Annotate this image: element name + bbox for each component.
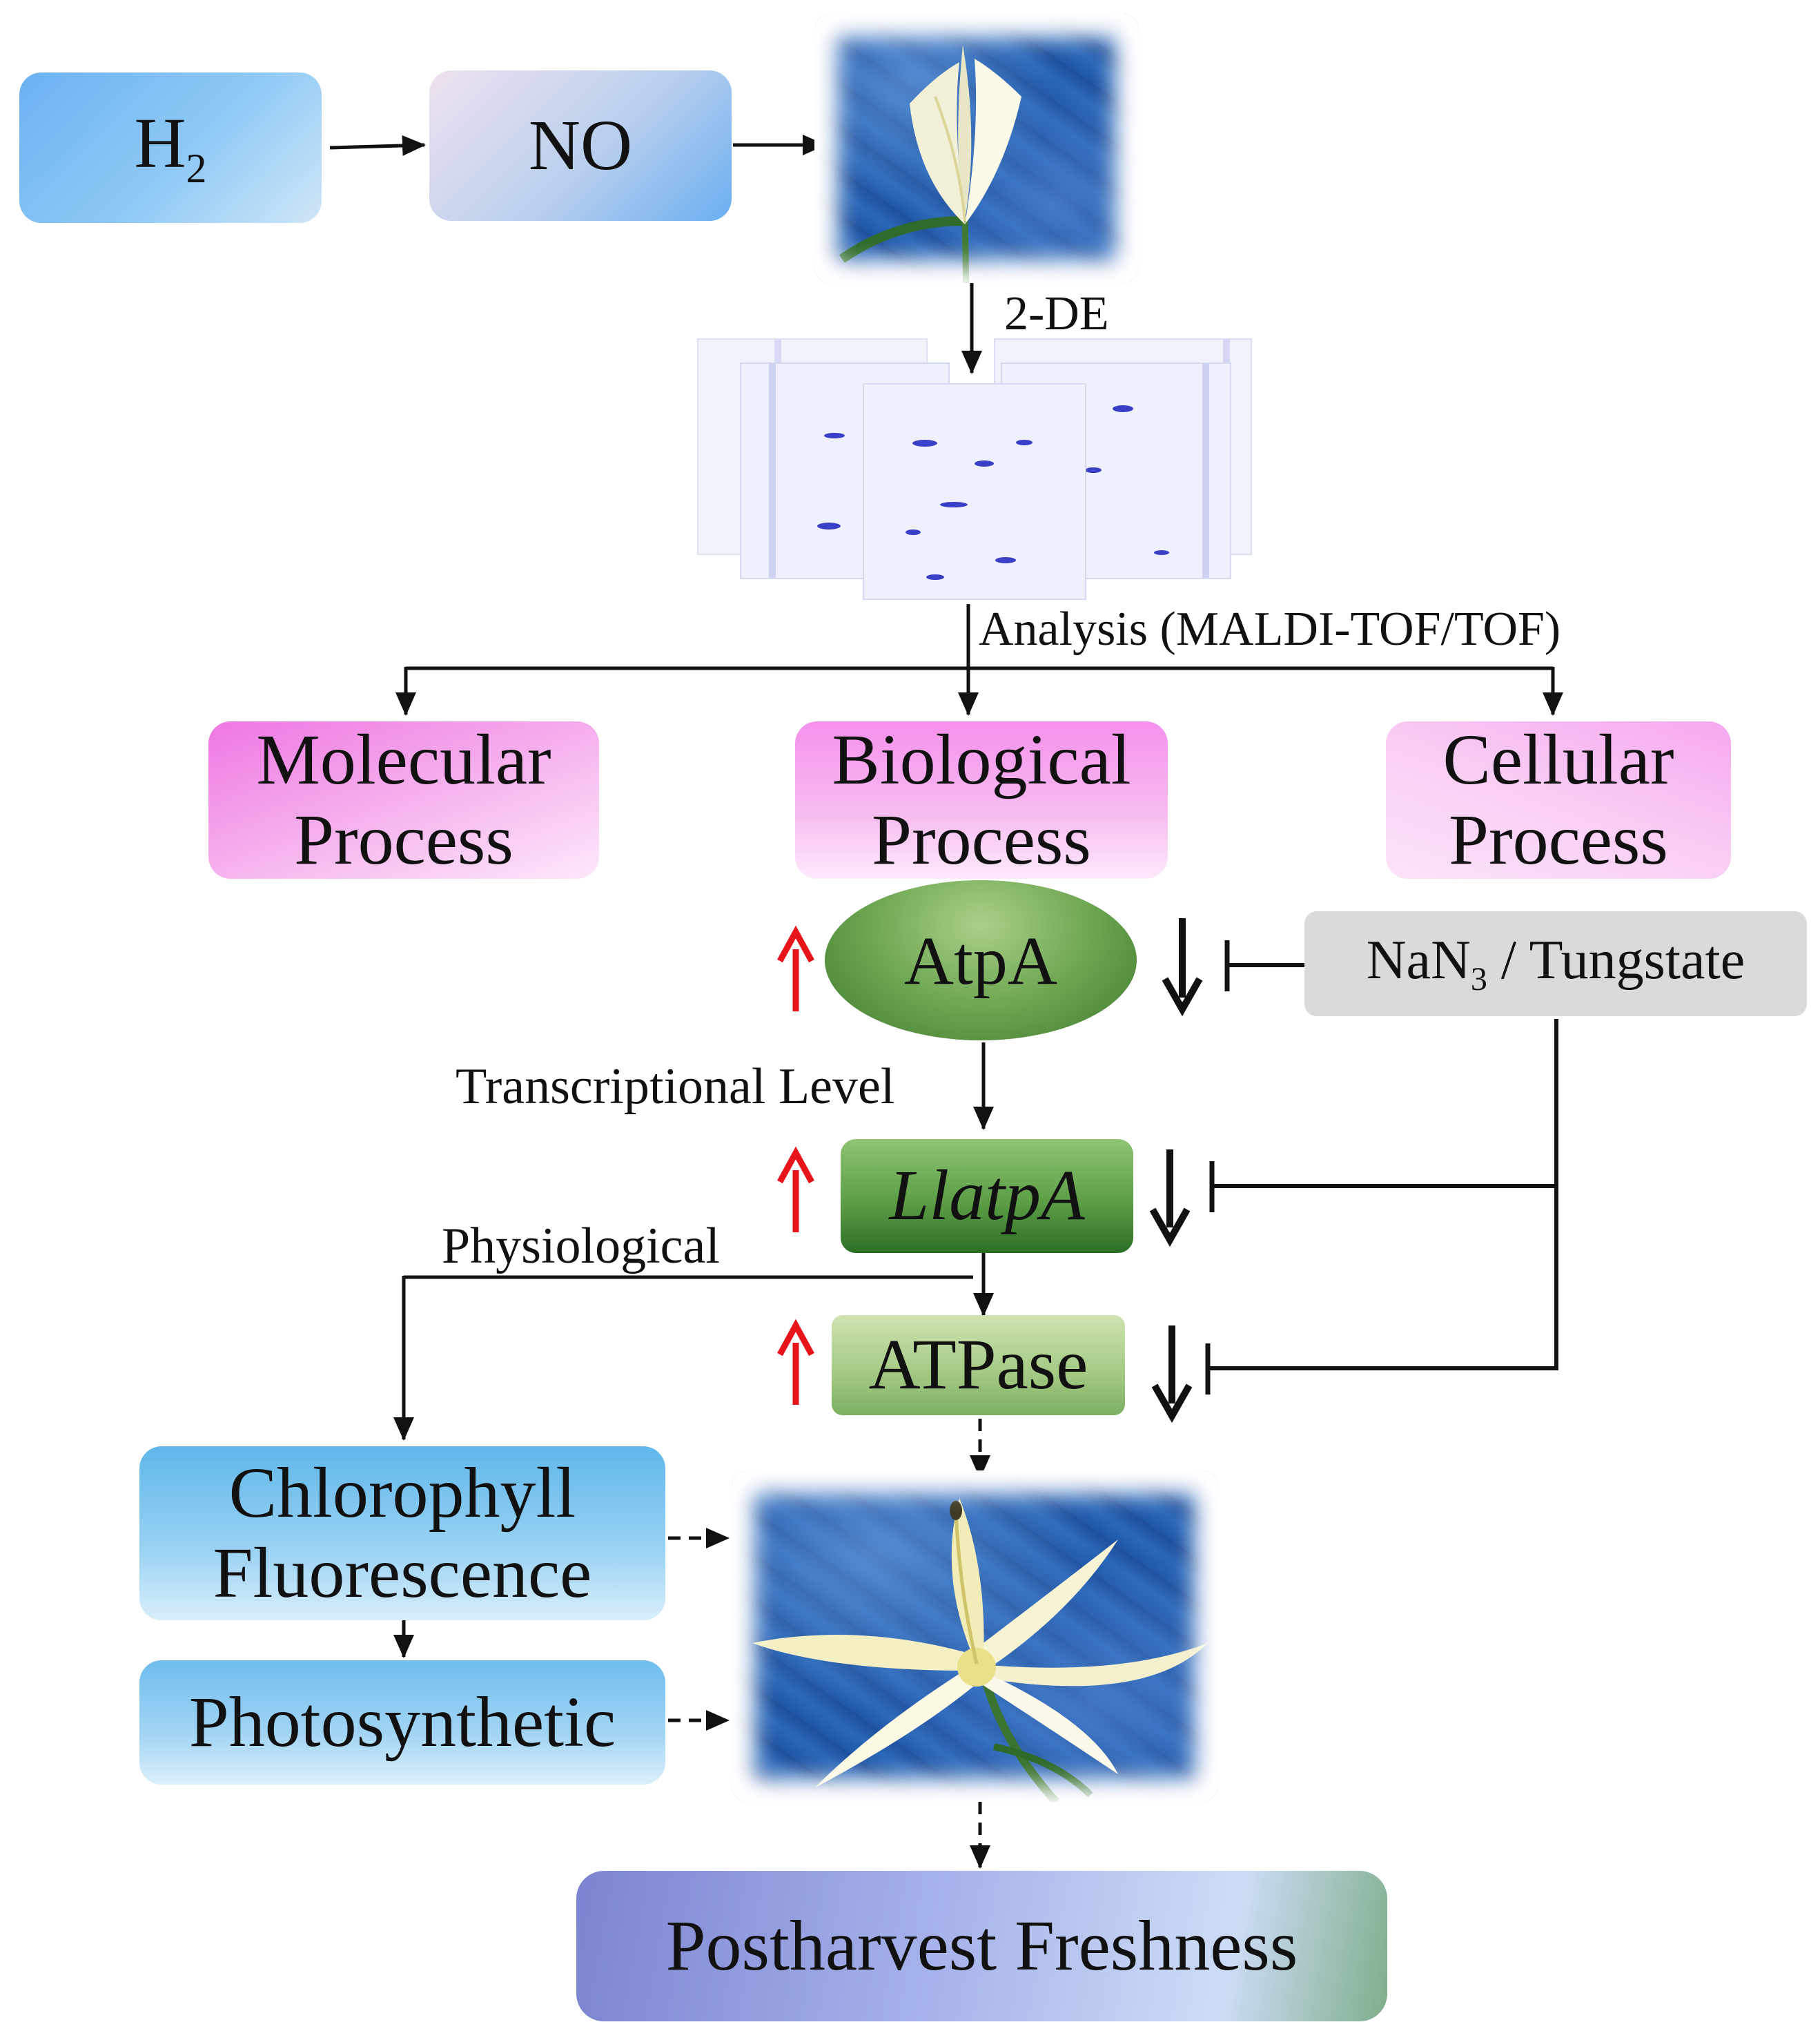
arrow-h2-no (329, 135, 426, 156)
photosynthetic-label: Photosynthetic (188, 1682, 616, 1762)
molecular-line1: Molecular (256, 719, 551, 799)
atpase-label: ATPase (868, 1325, 1088, 1405)
molecular-process-box: Molecular Process (208, 719, 599, 880)
lily-bud-icon (839, 45, 1021, 283)
atpa-node: AtpA (825, 880, 1137, 1040)
molecular-line2: Process (294, 800, 513, 880)
cellular-process-box: Cellular Process (1386, 719, 1731, 880)
down-arrow-atpase (1151, 1325, 1193, 1424)
lily-bud-photo (814, 14, 1139, 283)
lily-open-icon (752, 1498, 1208, 1802)
biological-process-box: Biological Process (795, 719, 1168, 880)
chlorophyll-line2: Fluorescence (213, 1533, 592, 1613)
cellular-line2: Process (1449, 800, 1668, 880)
up-arrow-atpase (777, 1319, 814, 1405)
up-arrow-llatpa (777, 1146, 814, 1232)
nan3-label: NaN3 / Tungstate (1366, 929, 1745, 998)
lily-open-photo (732, 1470, 1218, 1802)
up-arrow-atpa (777, 925, 814, 1011)
label-2de: 2-DE (1004, 287, 1109, 340)
atpase-box: ATPase (832, 1315, 1125, 1415)
h2-box: H2 (19, 72, 322, 223)
chlorophyll-line1: Chlorophyll (228, 1453, 576, 1533)
nan3-tungstate-box: NaN3 / Tungstate (1304, 911, 1807, 1016)
no-box: NO (429, 70, 732, 221)
biological-line2: Process (872, 800, 1091, 880)
label-transcriptional: Transcriptional Level (456, 1058, 895, 1115)
llatpa-label: LlatpA (889, 1156, 1085, 1236)
postharvest-label: Postharvest Freshness (665, 1905, 1298, 1985)
cellular-line1: Cellular (1442, 719, 1674, 799)
biological-line1: Biological (832, 719, 1131, 799)
2de-gel-images (697, 335, 1252, 601)
atpa-label: AtpA (903, 922, 1058, 999)
label-physiological: Physiological (442, 1218, 720, 1274)
h2-label: H2 (134, 104, 207, 191)
gel-image-front (863, 383, 1086, 600)
photosynthetic-box: Photosynthetic (139, 1660, 665, 1785)
down-arrow-atpa (1162, 918, 1203, 1017)
postharvest-freshness-box: Postharvest Freshness (576, 1871, 1387, 2021)
down-arrow-llatpa (1149, 1149, 1191, 1247)
no-label: NO (528, 105, 633, 185)
label-analysis: Analysis (MALDI-TOF/TOF) (979, 603, 1561, 656)
chlorophyll-fluorescence-box: Chlorophyll Fluorescence (139, 1446, 665, 1620)
llatpa-box: LlatpA (841, 1139, 1133, 1253)
